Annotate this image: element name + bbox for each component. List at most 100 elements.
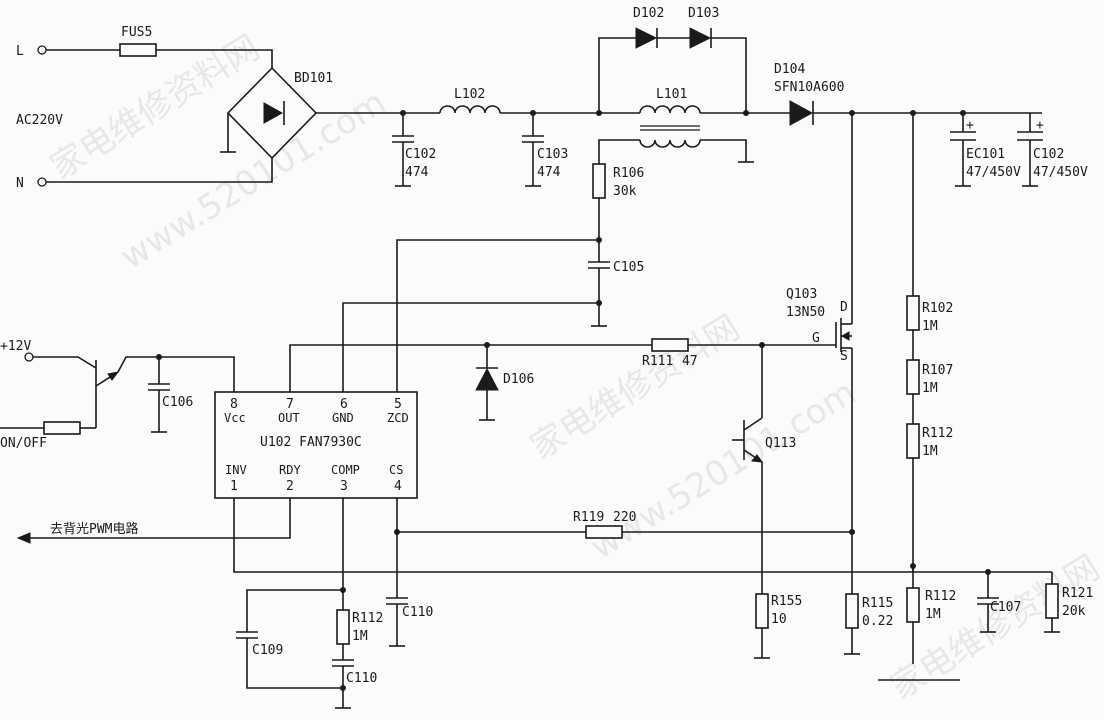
bridge-rectifier-bd101: BD101 xyxy=(220,66,333,160)
capacitor-c110-cs-label: C110 xyxy=(402,605,433,620)
resistor-r115 xyxy=(845,593,859,629)
ic-pin-6-number: 6 xyxy=(340,397,348,412)
inductor-l102 xyxy=(439,105,501,114)
output-stage: D104 SFN10A600 + EC101 47/450V + C102 47… xyxy=(774,62,1088,187)
diode-d102 xyxy=(635,27,658,49)
capacitor-c102-bulk-label: C102 xyxy=(1033,147,1064,162)
watermark-text: 家电维修资料网 xyxy=(524,308,747,468)
terminal-l-label: L xyxy=(16,44,24,59)
ic-pin-4-number: 4 xyxy=(394,479,402,494)
capacitor-c106-label: C106 xyxy=(162,395,193,410)
resistor-r121-label: R121 xyxy=(1062,586,1093,601)
diode-d106-label: D106 xyxy=(503,372,534,387)
resistor-r112-lower-label: R112 xyxy=(925,589,956,604)
mosfet-q103-label: Q103 xyxy=(786,287,817,302)
gate-drive: R111 47 D106 Q113 xyxy=(289,338,836,594)
terminal-onoff-label: ON/OFF xyxy=(0,436,47,451)
transistor-q113-label: Q113 xyxy=(765,436,796,451)
c102-input-value: 474 xyxy=(405,165,429,180)
diode-d104 xyxy=(789,100,814,126)
resistor-r121 xyxy=(1045,583,1059,619)
bottom-network: 去背光PWM电路 R119 220 C110 C109 R112 1M xyxy=(16,498,1093,709)
capacitor-c107-label: C107 xyxy=(990,600,1021,615)
resistor-r111-value: 47 xyxy=(682,354,698,369)
resistor-r119-label: R119 xyxy=(573,510,604,525)
ic-body xyxy=(214,391,418,499)
terminal-12v xyxy=(24,352,34,362)
resistor-r112-comp-label: R112 xyxy=(352,611,383,626)
ic-pin-8-number: 8 xyxy=(230,397,238,412)
inductor-l101-label: L101 xyxy=(656,87,687,102)
c102-input-label: C102 xyxy=(405,147,436,162)
mosfet-gate-label: G xyxy=(812,331,820,346)
diode-d104-label: D104 xyxy=(774,62,805,77)
c102-bulk-plus: + xyxy=(1036,118,1044,133)
c103-label: C103 xyxy=(537,147,568,162)
resistor-r106 xyxy=(592,163,606,199)
ic-pin-2-number: 2 xyxy=(286,479,294,494)
resistor-r155-label: R155 xyxy=(771,594,802,609)
ic-pin-8-name: Vcc xyxy=(224,411,246,425)
mosfet-q103: Q103 13N50 D G S xyxy=(786,113,855,594)
resistor-r111 xyxy=(651,338,689,352)
resistor-r119-value: 220 xyxy=(613,510,636,525)
mosfet-drain-label: D xyxy=(840,300,848,315)
ac-input: L N AC220V FUS5 xyxy=(16,25,273,191)
resistor-r102-value: 1M xyxy=(922,319,938,334)
ic-pin-5-name: ZCD xyxy=(387,411,409,425)
diode-d103 xyxy=(689,27,712,49)
resistor-r106-value: 30k xyxy=(613,184,637,199)
fuse-fus5 xyxy=(119,43,157,57)
ic-pin-3-name: COMP xyxy=(331,463,360,477)
resistor-r107-label: R107 xyxy=(922,363,953,378)
terminal-12v-label: +12V xyxy=(0,339,31,354)
resistor-onoff xyxy=(43,421,81,435)
voltage-divider: R102 1M R107 1M R112 1M xyxy=(906,113,953,588)
terminal-n xyxy=(37,177,47,187)
ic-pin-5-number: 5 xyxy=(394,397,402,412)
zcd-network: R106 30k C105 xyxy=(342,163,644,392)
resistor-r155 xyxy=(755,593,769,629)
diode-d102-label: D102 xyxy=(633,6,664,21)
bridge-label: BD101 xyxy=(294,71,333,86)
mosfet-q103-value: 13N50 xyxy=(786,305,825,320)
resistor-r112-lower-value: 1M xyxy=(925,607,941,622)
resistor-r112-lower xyxy=(906,587,920,623)
ic-title: U102 FAN7930C xyxy=(260,435,362,450)
resistor-r121-value: 20k xyxy=(1062,604,1086,619)
capacitor-c105-label: C105 xyxy=(613,260,644,275)
capacitor-c109-label: C109 xyxy=(252,643,283,658)
fuse-label: FUS5 xyxy=(121,25,152,40)
bypass-diodes: D102 D103 xyxy=(596,6,747,116)
resistor-r115-label: R115 xyxy=(862,596,893,611)
diode-d106 xyxy=(475,367,499,391)
terminal-n-label: N xyxy=(16,176,24,191)
vcc-supply: +12V C106 ON/OFF xyxy=(0,339,235,451)
resistor-r112-divider-label: R112 xyxy=(922,426,953,441)
inductor-l102-label: L102 xyxy=(454,87,485,102)
ic-pin-6-name: GND xyxy=(332,411,354,425)
resistor-r102-label: R102 xyxy=(922,301,953,316)
ic-pin-7-number: 7 xyxy=(286,397,294,412)
resistor-r155-value: 10 xyxy=(771,612,787,627)
resistor-r111-label: R111 xyxy=(642,354,673,369)
ic-pin-4-name: CS xyxy=(389,463,403,477)
resistor-r112-divider xyxy=(906,423,920,459)
resistor-r102 xyxy=(906,295,920,331)
capacitor-c102-bulk-value: 47/450V xyxy=(1033,165,1088,180)
c103-value: 474 xyxy=(537,165,561,180)
boost-inductor-l101: L101 xyxy=(598,87,790,164)
resistor-r107 xyxy=(906,359,920,395)
terminal-l xyxy=(37,45,47,55)
ic-pin-1-number: 1 xyxy=(230,479,238,494)
ac-voltage-label: AC220V xyxy=(16,113,63,128)
resistor-r106-label: R106 xyxy=(613,166,644,181)
rdy-signal-label: 去背光PWM电路 xyxy=(50,521,138,537)
mosfet-source-label: S xyxy=(840,349,848,364)
capacitor-c110-comp-label: C110 xyxy=(346,671,377,686)
capacitor-ec101-value: 47/450V xyxy=(966,165,1021,180)
resistor-r112-comp xyxy=(336,609,350,645)
resistor-r112-divider-value: 1M xyxy=(922,444,938,459)
controller-ic-u102: U102 FAN7930C 8 Vcc 7 OUT 6 GND 5 ZCD IN… xyxy=(214,391,418,499)
ec101-plus: + xyxy=(966,118,974,133)
